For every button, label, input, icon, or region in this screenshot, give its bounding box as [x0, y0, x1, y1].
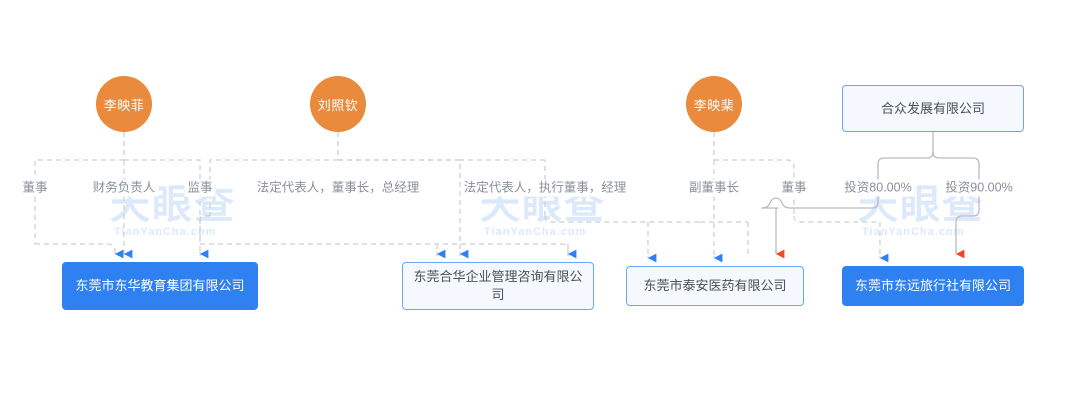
edge-label-caiwufuzeren: 财务负责人 [89, 179, 159, 197]
entity-node-hehua[interactable]: 东莞合华企业管理咨询有限公司 [402, 262, 594, 310]
entity-node-taian[interactable]: 东莞市泰安医药有限公司 [626, 266, 804, 306]
edge-label-dongshi-dongyuan: 董事 [778, 179, 810, 197]
edge-label-text: 法定代表人，董事长，总经理 [256, 180, 420, 195]
edge-label-investment-90: 投资90.00% [942, 179, 1016, 197]
edge-label-text: 董事 [781, 180, 807, 195]
entity-node-donghua[interactable]: 东莞市东华教育集团有限公司 [62, 262, 258, 310]
edge-label-investment-80: 投资80.00% [841, 179, 915, 197]
watermark-subtext: TianYanCha.com [114, 226, 217, 238]
entity-name: 东莞市东远旅行社有限公司 [854, 278, 1011, 293]
edge-label-jianshi: 监事 [184, 179, 216, 197]
edge-label-text: 副董事长 [688, 180, 740, 195]
edge-label-faren-dongshizhang-zongjingli: 法定代表人，董事长，总经理 [253, 179, 423, 197]
entity-node-dongyuan[interactable]: 东莞市东远旅行社有限公司 [842, 266, 1024, 306]
person-name: 刘照钦 [317, 97, 359, 113]
edge-label-text: 董事 [22, 180, 48, 195]
entity-name: 东莞合华企业管理咨询有限公司 [413, 269, 583, 302]
person-node[interactable]: 李映棐 [686, 76, 742, 132]
watermark-subtext: TianYanCha.com [484, 226, 587, 238]
person-node[interactable]: 刘照钦 [310, 76, 366, 132]
watermark-subtext: TianYanCha.com [862, 226, 965, 238]
edge-label-faren-zhixingdongshi-jingli: 法定代表人，执行董事，经理 [460, 179, 630, 197]
person-name: 李映菲 [103, 97, 145, 113]
person-name: 李映棐 [693, 97, 735, 113]
entity-node-hezhong[interactable]: 合众发展有限公司 [842, 85, 1024, 132]
entity-name: 东莞市泰安医药有限公司 [643, 278, 787, 293]
edge-label-text: 法定代表人，执行董事，经理 [463, 180, 627, 195]
edge-label-text: 投资80.00% [844, 180, 912, 195]
edge-label-text: 财务负责人 [92, 180, 156, 195]
edge-label-dongshi-donghua: 董事 [19, 179, 51, 197]
edge-label-text: 投资90.00% [945, 180, 1013, 195]
edge-label-fudongshizhang: 副董事长 [685, 179, 743, 197]
edge-label-text: 监事 [187, 180, 213, 195]
entity-name: 合众发展有限公司 [880, 100, 985, 116]
person-node[interactable]: 李映菲 [96, 76, 152, 132]
entity-name: 东莞市东华教育集团有限公司 [75, 278, 245, 293]
